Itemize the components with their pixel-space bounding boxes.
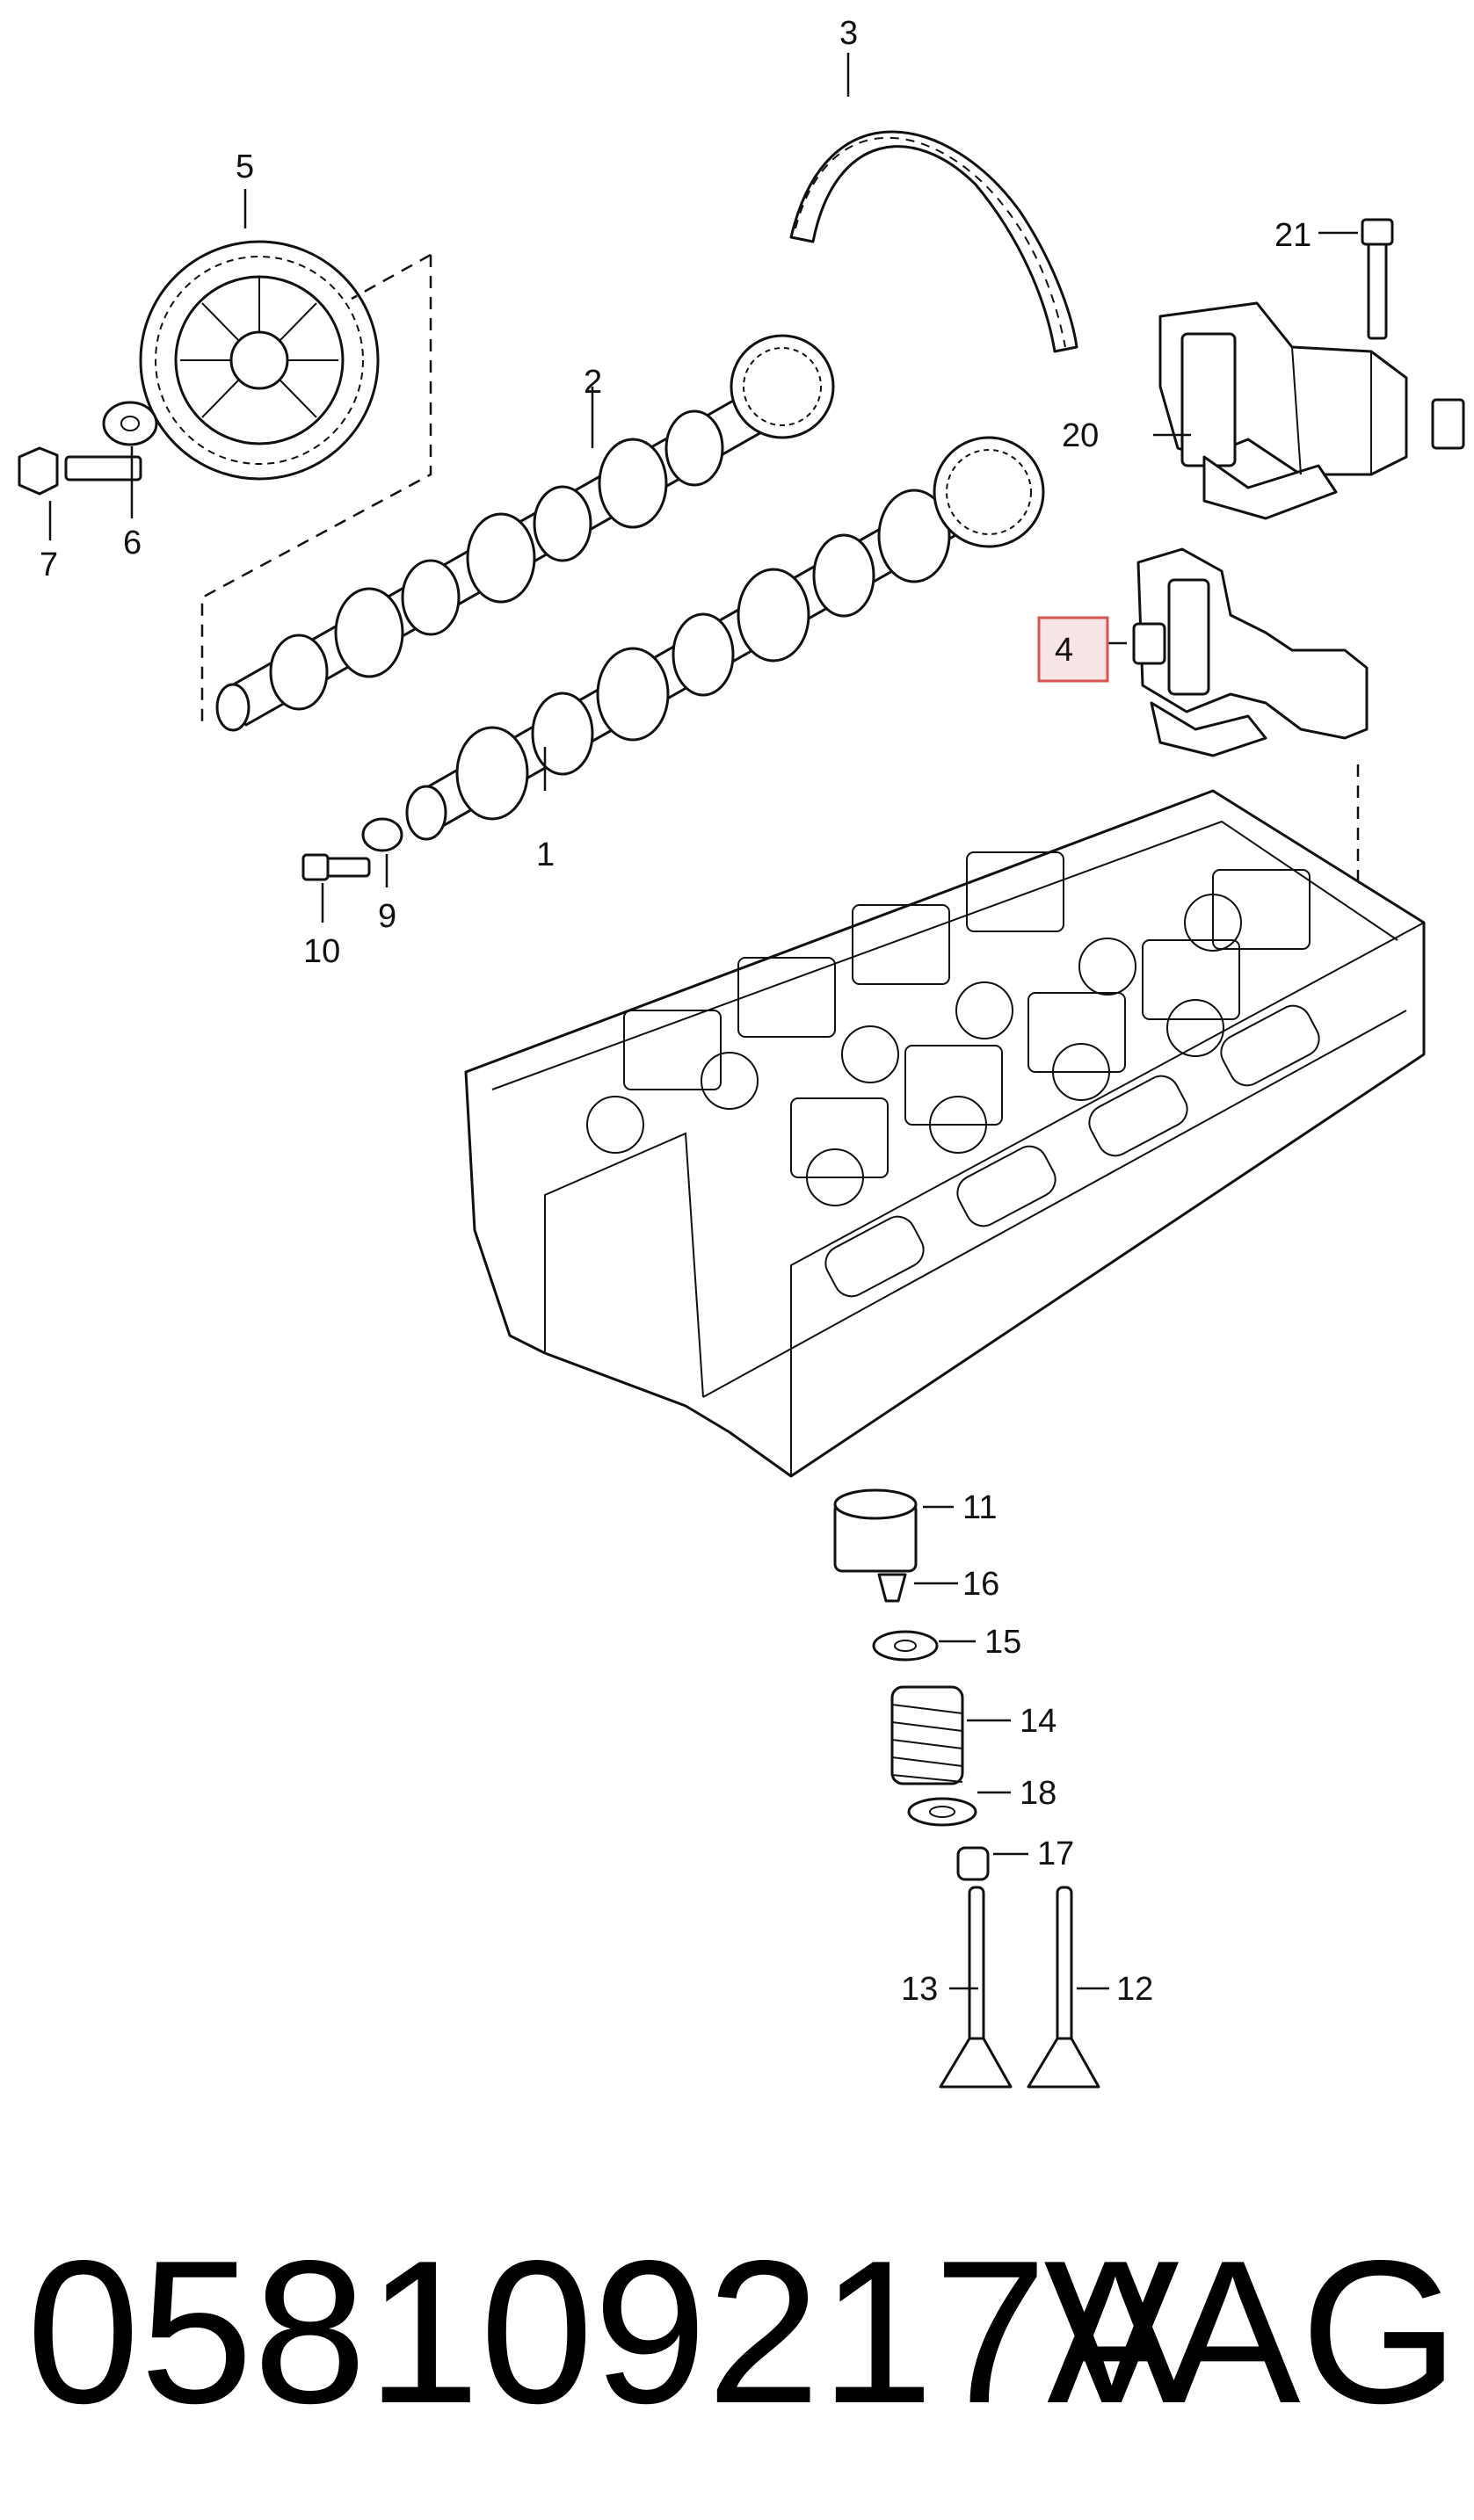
washer bbox=[102, 401, 158, 446]
exhaust-camshaft bbox=[215, 334, 835, 732]
label-part-4: 4 bbox=[1055, 632, 1073, 669]
label-part-5: 5 bbox=[236, 148, 254, 185]
label-part-13: 13 bbox=[901, 1971, 938, 2008]
spring-seat bbox=[907, 1797, 977, 1827]
timing-chain bbox=[789, 130, 1078, 353]
label-part-11: 11 bbox=[962, 1489, 997, 1526]
chain-tensioner bbox=[1132, 547, 1369, 757]
part-info-footer: 058109217A VAG bbox=[26, 2223, 1459, 2443]
valve-stem-seal bbox=[956, 1846, 990, 1881]
label-part-9: 9 bbox=[378, 898, 396, 935]
label-part-16: 16 bbox=[962, 1566, 999, 1603]
label-part-3: 3 bbox=[839, 15, 858, 52]
label-part-21: 21 bbox=[1274, 217, 1311, 254]
valve-spring bbox=[890, 1685, 964, 1785]
valve-spring-retainer bbox=[872, 1630, 939, 1662]
label-part-18: 18 bbox=[1020, 1775, 1056, 1812]
label-part-20: 20 bbox=[1062, 417, 1099, 454]
label-part-2: 2 bbox=[584, 364, 602, 401]
valve-cotter bbox=[877, 1573, 907, 1603]
label-part-15: 15 bbox=[984, 1624, 1021, 1661]
label-part-6: 6 bbox=[123, 525, 142, 561]
label-part-7: 7 bbox=[40, 547, 58, 583]
adjuster-bolt bbox=[1361, 218, 1394, 340]
exhaust-valve bbox=[939, 1886, 1013, 2089]
label-part-17: 17 bbox=[1037, 1836, 1074, 1872]
camshaft-bolt bbox=[301, 853, 371, 881]
intake-camshaft bbox=[405, 436, 1045, 841]
part-number: 058109217A bbox=[26, 2219, 1183, 2446]
camshaft-sprocket bbox=[139, 240, 380, 481]
intake-valve bbox=[1027, 1886, 1100, 2089]
highlight-box bbox=[1037, 616, 1109, 683]
hydraulic-lifter bbox=[833, 1488, 918, 1573]
label-part-14: 14 bbox=[1020, 1703, 1056, 1740]
cylinder-head bbox=[464, 789, 1426, 1478]
gear-bolt bbox=[18, 446, 142, 496]
label-part-12: 12 bbox=[1116, 1971, 1153, 2008]
brand-name: VAG bbox=[1043, 2219, 1459, 2446]
label-part-1: 1 bbox=[536, 836, 555, 873]
camshaft-adjuster bbox=[1158, 301, 1465, 520]
label-part-10: 10 bbox=[303, 933, 340, 970]
camshaft-washer bbox=[361, 817, 403, 852]
